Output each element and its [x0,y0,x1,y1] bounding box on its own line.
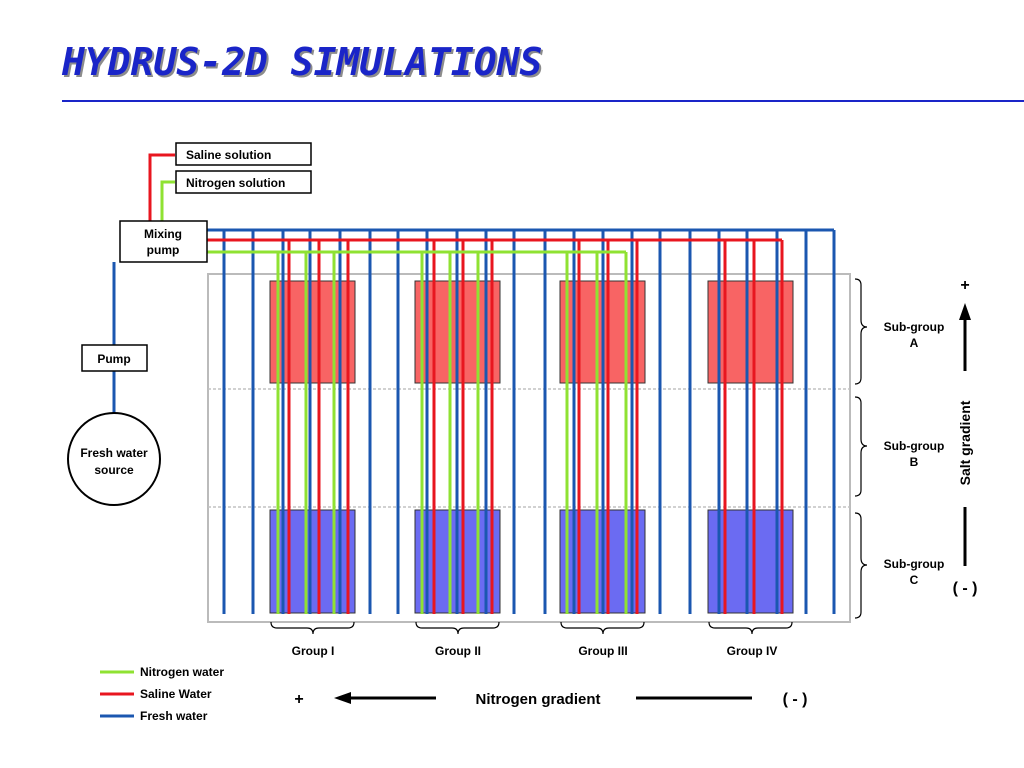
fresh-source-label-1: Fresh water [80,446,148,460]
nitrogen-gradient-label: Nitrogen gradient [475,691,600,708]
saline-supply-line [148,153,175,221]
nitrogen-solution-label: Nitrogen solution [186,176,285,190]
subgroup-a-brace [854,278,868,385]
pump-box: Pump [81,344,148,372]
group-3-brace [560,621,645,635]
plot-group4-subgroup-c [707,509,794,614]
group-3-label: Group III [578,644,627,658]
nitrogen-solution-box: Nitrogen solution [175,170,312,194]
nitrogen-gradient-minus: ( - ) [783,691,808,708]
nitrogen-gradient-plus: + [294,691,303,708]
mixing-pump-label-1: Mixing [144,227,182,241]
mixing-pump-label-2: pump [147,243,180,257]
subgroup-c-brace [854,512,868,619]
mixing-pump-box: Mixing pump [119,220,208,263]
salt-gradient-plus: + [960,277,969,294]
field-boundary [207,273,851,623]
slide-title: HYDRUS-2D SIMULATIONS [62,40,543,84]
group-4-brace [708,621,793,635]
subgroup-c-label-1: Sub-group [884,557,945,571]
group-4-label: Group IV [727,644,778,658]
salt-gradient-label: Salt gradient [957,400,973,485]
subgroup-a-label-2: A [910,336,919,350]
group-1-brace [270,621,355,635]
saline-solution-label: Saline solution [186,148,271,162]
subgroup-b-label-1: Sub-group [884,439,945,453]
title-divider [62,100,1024,102]
subgroup-b-brace [854,396,868,497]
legend-label-saline: Saline Water [140,687,212,701]
salt-gradient-minus: ( - ) [953,580,978,597]
subgroup-c-label-2: C [910,573,919,587]
group-2-brace [415,621,500,635]
fresh-source-label-2: source [94,463,134,477]
group-1-label: Group I [292,644,335,658]
saline-solution-box: Saline solution [175,142,312,166]
pump-label: Pump [97,352,130,366]
subgroup-a-label-1: Sub-group [884,320,945,334]
subgroup-b-label-2: B [910,455,919,469]
nitrogen-supply-line [160,180,175,221]
fresh-water-source: Fresh water source [67,412,161,506]
plot-group4-subgroup-a [707,280,794,384]
nitrogen-gradient-arrowhead [334,692,351,704]
salt-gradient-arrowhead [959,303,971,320]
legend-label-nitrogen: Nitrogen water [140,665,224,679]
legend-label-fresh: Fresh water [140,709,208,723]
group-2-label: Group II [435,644,481,658]
